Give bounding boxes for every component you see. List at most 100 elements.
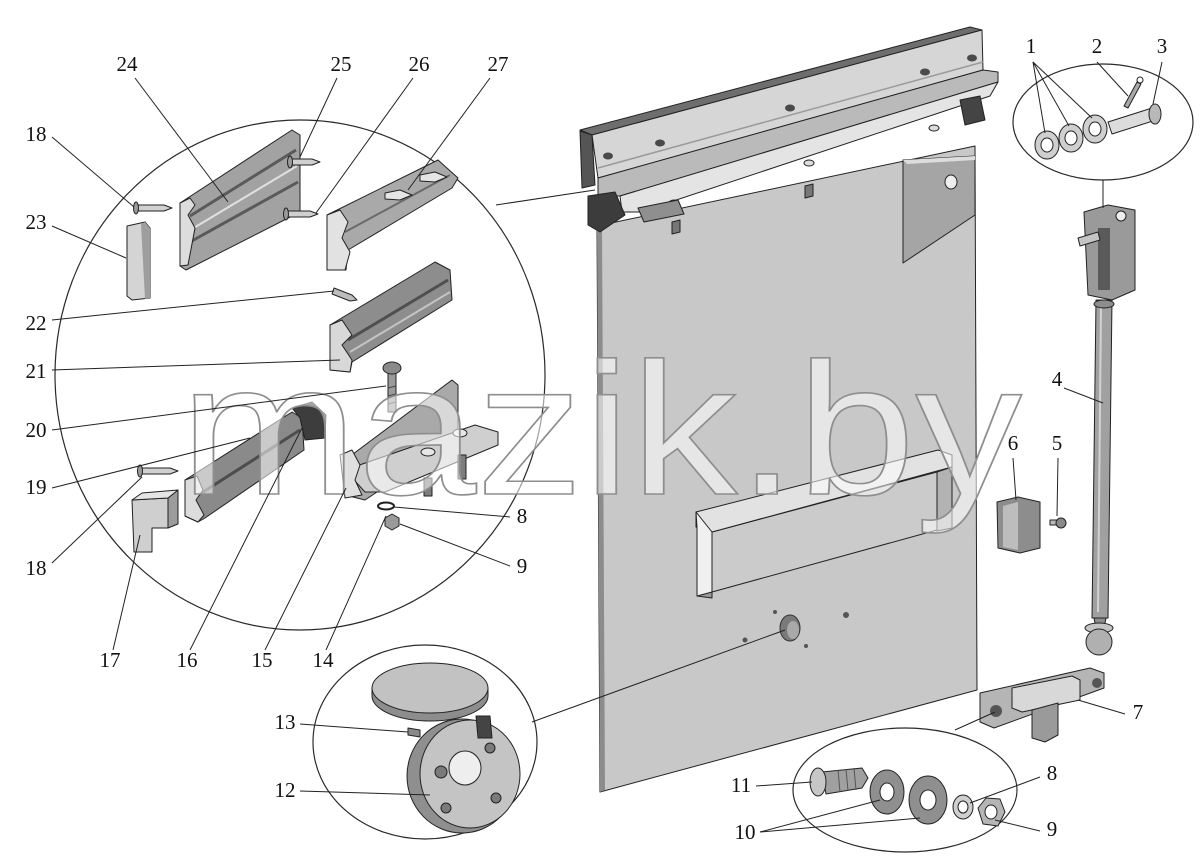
bolt-thread <box>853 767 857 791</box>
leader-line <box>1032 61 1070 127</box>
leader-line <box>134 77 229 203</box>
leader-line <box>299 790 431 796</box>
watermark-text: mazik.by <box>180 324 1022 534</box>
callout-11: 11 <box>731 773 813 797</box>
callout-1: 1 <box>1026 34 1093 134</box>
latch-screw <box>1092 678 1102 688</box>
profile-end <box>179 197 196 267</box>
callout-label: 7 <box>1133 700 1144 724</box>
bolt-thread <box>837 769 841 793</box>
screw-head <box>287 155 293 169</box>
leader-line <box>299 77 338 158</box>
leader-line <box>1056 457 1059 517</box>
bolt-head <box>382 361 402 375</box>
leader-line <box>51 385 387 431</box>
panel-small-hole <box>773 610 777 614</box>
pin <box>384 189 413 201</box>
rail-hanging-bolt <box>671 219 681 235</box>
callout-10: 10 <box>735 799 921 844</box>
callout-20: 20 <box>26 385 387 442</box>
leader-line <box>1077 699 1126 715</box>
leader-line <box>759 817 921 833</box>
part-4-gas-strut <box>1077 204 1136 656</box>
callout-label: 20 <box>26 418 47 442</box>
part-6-bracket <box>996 496 1041 554</box>
bolt-head <box>1148 103 1162 125</box>
panel-large-hole-shadow <box>787 621 799 639</box>
callout-24: 24 <box>117 52 229 203</box>
callout-label: 10 <box>735 820 756 844</box>
callout-label: 8 <box>1047 761 1058 785</box>
part-19-seal-profile <box>184 411 305 523</box>
callout-9-detail: 9 <box>399 523 527 578</box>
profile-highlight <box>349 291 451 353</box>
screw-shaft <box>135 204 173 212</box>
callout-label: 15 <box>252 648 273 672</box>
nut-body <box>384 513 400 531</box>
leader-line <box>1152 61 1163 105</box>
washer-hole <box>957 800 969 814</box>
callouts: 24 25 26 27 1 2 3 18 <box>26 34 1168 844</box>
detail-circle-seal-profiles <box>54 119 546 631</box>
leader-line <box>51 225 127 259</box>
leader-line <box>1063 387 1104 404</box>
washer-ring <box>377 501 395 511</box>
rail-left-hinge <box>587 191 626 233</box>
rail-bolt-head <box>803 159 815 167</box>
lock-cover-disc <box>371 662 489 722</box>
panel-small-hole <box>843 612 849 618</box>
rail-bolt-head <box>928 124 940 132</box>
screw-head <box>1055 517 1067 529</box>
top-hinge-rail <box>579 26 999 235</box>
flange-notch <box>475 715 493 739</box>
leader-line <box>315 77 414 214</box>
part-22-pin <box>331 287 358 302</box>
callout-12: 12 <box>275 778 431 802</box>
part-16-clip <box>291 401 327 441</box>
bolt-head <box>809 767 827 797</box>
bolt-thread <box>845 768 849 792</box>
rail-right-bracket <box>959 95 986 126</box>
callout-label: 26 <box>409 52 430 76</box>
strut-clevis-slot <box>1098 228 1110 290</box>
bolt-shaft <box>821 767 869 795</box>
part-18-screw-top <box>133 201 173 215</box>
channel-left-profile <box>695 511 713 597</box>
leader-line <box>399 523 511 567</box>
callout-label: 8 <box>517 504 528 528</box>
detail-circle-outline <box>54 119 546 631</box>
bracket-edge <box>903 156 975 164</box>
leader-line <box>299 723 409 733</box>
callout-2: 2 <box>1092 34 1129 97</box>
bracket-stud <box>423 477 433 497</box>
callout-label: 18 <box>26 122 47 146</box>
callout-label: 13 <box>275 710 296 734</box>
pin-body <box>1123 81 1142 109</box>
watermark: mazik.by <box>179 323 1023 535</box>
rail-left-bracket <box>637 199 685 223</box>
disc-face <box>371 662 489 714</box>
callout-14: 14 <box>313 515 387 672</box>
channel-end <box>936 466 953 532</box>
callout-label: 16 <box>177 648 198 672</box>
callout-label: 4 <box>1052 367 1063 391</box>
door-panel <box>596 145 978 793</box>
callout-27: 27 <box>407 52 509 191</box>
callout-4: 4 <box>1052 367 1104 404</box>
corner-top <box>131 489 179 501</box>
callout-3: 3 <box>1152 34 1167 105</box>
rail-cone-bolt <box>920 68 930 76</box>
callout-label: 23 <box>26 210 47 234</box>
strut-ball-end <box>1085 628 1113 656</box>
detail-ellipse-hinge-pin <box>1012 63 1194 181</box>
pin-loop <box>1136 76 1144 84</box>
callout-16: 16 <box>177 427 303 672</box>
leader-line <box>1032 61 1046 134</box>
part-7-latch-plate <box>979 667 1105 743</box>
profile-end <box>184 475 205 523</box>
profile-highlight <box>191 165 298 230</box>
callout-label: 17 <box>100 648 121 672</box>
callout-label: 11 <box>731 773 751 797</box>
bracket-bolt-head <box>420 447 436 457</box>
